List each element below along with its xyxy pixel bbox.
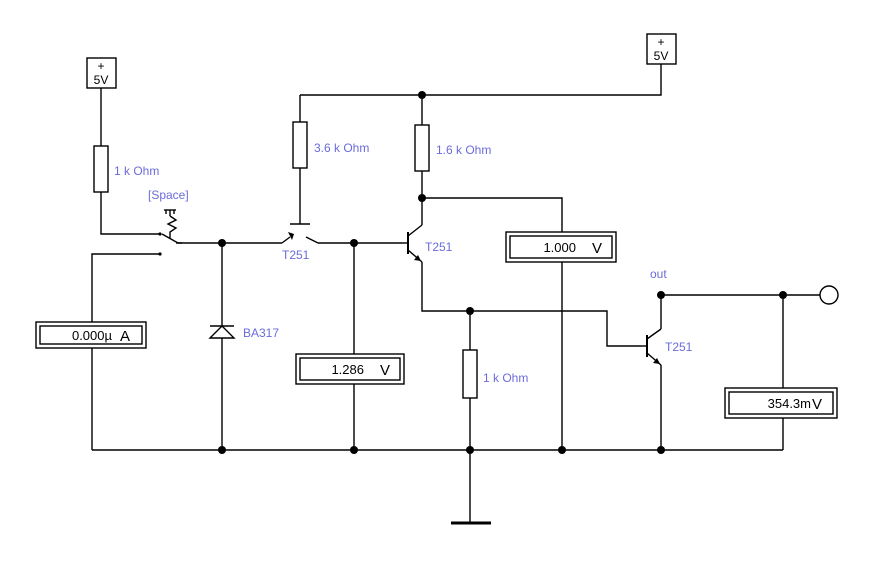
label-switch-key: [Space] [148, 188, 189, 202]
diode-ba317[interactable] [208, 325, 236, 339]
label-transistor-1: T251 [282, 248, 310, 262]
voltmeter-out[interactable]: 354.3m V [724, 387, 838, 419]
label-transistor-3: T251 [665, 340, 693, 354]
voltmeter-collector-value: 1.000 [543, 240, 576, 255]
label-out: out [650, 267, 667, 281]
voltmeter-out-value: 354.3m [768, 396, 811, 411]
voltmeter-base-unit: V [380, 362, 390, 379]
voltmeter-collector-unit: V [592, 240, 602, 257]
source-sign: + [657, 35, 664, 49]
resistor-emitter[interactable] [462, 349, 478, 399]
wires [91, 64, 820, 525]
ammeter-value: 0.000µ [72, 328, 113, 343]
voltage-source-left: + 5V [86, 57, 117, 89]
transistor-t3[interactable] [641, 328, 662, 366]
label-transistor-2: T251 [425, 240, 453, 254]
voltmeter-collector[interactable]: 1.000 V [505, 231, 617, 263]
transistor-t1[interactable] [281, 223, 319, 244]
source-value: 5V [94, 73, 109, 87]
source-sign: + [97, 59, 104, 73]
ammeter[interactable]: 0.000µ A [35, 321, 147, 349]
label-r-base: 3.6 k Ohm [314, 141, 369, 155]
source-value: 5V [654, 49, 669, 63]
junction-dots [218, 91, 787, 454]
resistor-input[interactable] [93, 145, 109, 193]
voltage-source-right: + 5V [646, 33, 677, 65]
label-r-collector: 1.6 k Ohm [436, 143, 491, 157]
label-r-input: 1 k Ohm [114, 164, 159, 178]
switch[interactable] [158, 209, 182, 256]
voltmeter-base-value: 1.286 [331, 362, 364, 377]
label-r-emitter: 1 k Ohm [483, 371, 528, 385]
voltmeter-out-unit: V [812, 396, 822, 413]
output-terminal[interactable] [819, 285, 839, 305]
ammeter-unit: A [120, 328, 130, 345]
voltmeter-base[interactable]: 1.286 V [295, 353, 405, 385]
label-diode: BA317 [243, 326, 279, 340]
resistor-base[interactable] [292, 121, 308, 169]
resistor-collector[interactable] [414, 124, 430, 172]
transistor-t2[interactable] [402, 224, 423, 263]
